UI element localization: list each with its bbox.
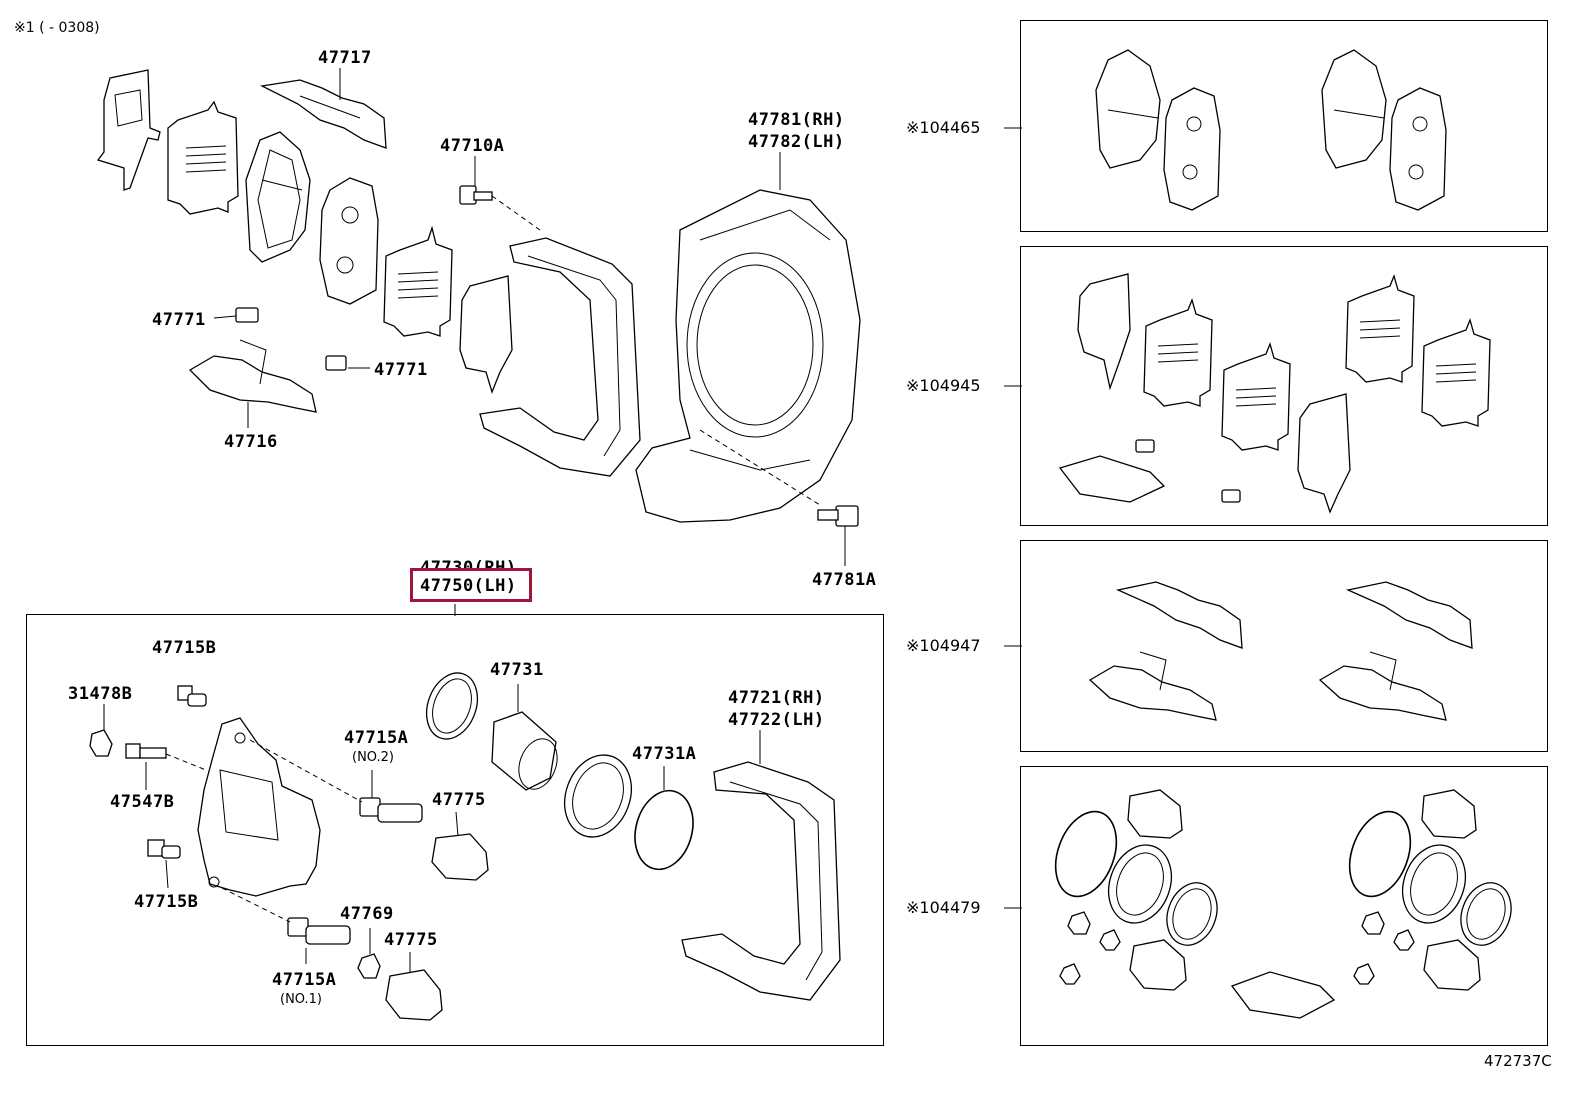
figure-id: 472737C — [1484, 1052, 1552, 1070]
pad-wear-indicator-a — [235, 307, 259, 323]
dust-cover-drawing — [635, 189, 861, 523]
part-label-47547B[interactable]: 47547B — [110, 792, 175, 812]
kit-frame-04947 — [1020, 540, 1548, 752]
kit-frame-04479 — [1020, 766, 1548, 1046]
set-ring-drawing — [634, 789, 694, 871]
guide-pin-no1-drawing — [221, 887, 351, 964]
kit-code: 04947 — [929, 636, 981, 655]
kit-code: 04479 — [929, 898, 981, 917]
piston-seal-drawing — [425, 672, 479, 740]
part-label-47715B-bottom[interactable]: 47715B — [134, 892, 199, 912]
part-label-47750-lh[interactable]: 47750(LH) — [420, 576, 517, 596]
cylinder-boot-drawing — [564, 754, 632, 838]
bleeder-area-bolt-drawing — [177, 685, 207, 707]
pad-support-plate-upper-drawing — [259, 79, 387, 149]
kit-mark: ※1 — [906, 898, 930, 917]
kit-mark: ※1 — [906, 376, 930, 395]
brake-pad-drawing — [245, 131, 311, 263]
pad-support-plate-lower-drawing — [188, 339, 317, 413]
inner-anti-squeal-shim-drawing — [459, 275, 513, 394]
kit-label-04945[interactable]: ※104945 — [906, 376, 981, 396]
part-label-47710A[interactable]: 47710A — [440, 136, 505, 156]
part-note-no2: (NO.2) — [352, 750, 394, 765]
bushing-drawing — [357, 953, 381, 979]
part-label-47715A-no1[interactable]: 47715A — [272, 970, 337, 990]
bleeder-plug-drawing — [125, 743, 207, 790]
kit-04479-drawing — [1054, 789, 1512, 1019]
pad-backing-plate-drawing — [319, 177, 379, 305]
dust-cover-bolt-drawing — [699, 429, 859, 527]
part-label-47782-lh[interactable]: 47782(LH) — [748, 132, 845, 152]
part-label-47775-a[interactable]: 47775 — [432, 790, 486, 810]
kit-frame-04465 — [1020, 20, 1548, 232]
part-label-47715B-top[interactable]: 47715B — [152, 638, 217, 658]
pad-wear-indicator-b — [325, 355, 347, 371]
kit-04945-drawing — [1058, 273, 1491, 514]
selected-part-highlight — [410, 568, 532, 602]
inner-shim-drawing — [383, 225, 453, 337]
part-label-47781-rh[interactable]: 47781(RH) — [748, 110, 845, 130]
pad-shim-drawing — [167, 100, 239, 215]
piston-drawing — [491, 684, 558, 791]
kit-04465-drawing — [1095, 49, 1447, 211]
part-label-47775-b[interactable]: 47775 — [384, 930, 438, 950]
anti-squeal-shim-drawing — [96, 69, 161, 191]
part-note-no1: (NO.1) — [280, 992, 322, 1007]
part-label-31478B[interactable]: 31478B — [68, 684, 133, 704]
caliper-mounting-drawing — [479, 237, 641, 477]
kit-label-04479[interactable]: ※104479 — [906, 898, 981, 918]
part-label-47715A-no2[interactable]: 47715A — [344, 728, 409, 748]
pin-bolt-lower-drawing — [147, 839, 181, 889]
caliper-mount-rh-lh-drawing — [681, 730, 841, 1001]
kit-frame-04945 — [1020, 246, 1548, 526]
guide-boot-b-drawing — [385, 952, 443, 1021]
part-label-47731[interactable]: 47731 — [490, 660, 544, 680]
guide-pin-no2-drawing — [249, 739, 423, 823]
mounting-bolt-upper-drawing — [459, 185, 541, 231]
part-label-47771-left[interactable]: 47771 — [152, 310, 206, 330]
part-label-47731A[interactable]: 47731A — [632, 744, 697, 764]
kit-04947-drawing — [1088, 581, 1473, 721]
kit-code: 04465 — [929, 118, 981, 137]
applicability-note: ※1 ( - 0308) — [14, 20, 100, 36]
part-label-47781A[interactable]: 47781A — [812, 570, 877, 590]
part-label-47771-right[interactable]: 47771 — [374, 360, 428, 380]
part-label-47722-lh[interactable]: 47722(LH) — [728, 710, 825, 730]
kit-mark: ※1 — [906, 636, 930, 655]
caliper-assembly-frame — [26, 614, 884, 1046]
part-label-47769[interactable]: 47769 — [340, 904, 394, 924]
kit-mark: ※1 — [906, 118, 930, 137]
kit-label-04947[interactable]: ※104947 — [906, 636, 981, 656]
part-label-47717[interactable]: 47717 — [318, 48, 372, 68]
part-label-47721-rh[interactable]: 47721(RH) — [728, 688, 825, 708]
caliper-body-drawing — [197, 717, 321, 897]
kit-label-04465[interactable]: ※104465 — [906, 118, 981, 138]
guide-boot-a-drawing — [431, 811, 489, 881]
kit-code: 04945 — [929, 376, 981, 395]
part-label-47716[interactable]: 47716 — [224, 432, 278, 452]
